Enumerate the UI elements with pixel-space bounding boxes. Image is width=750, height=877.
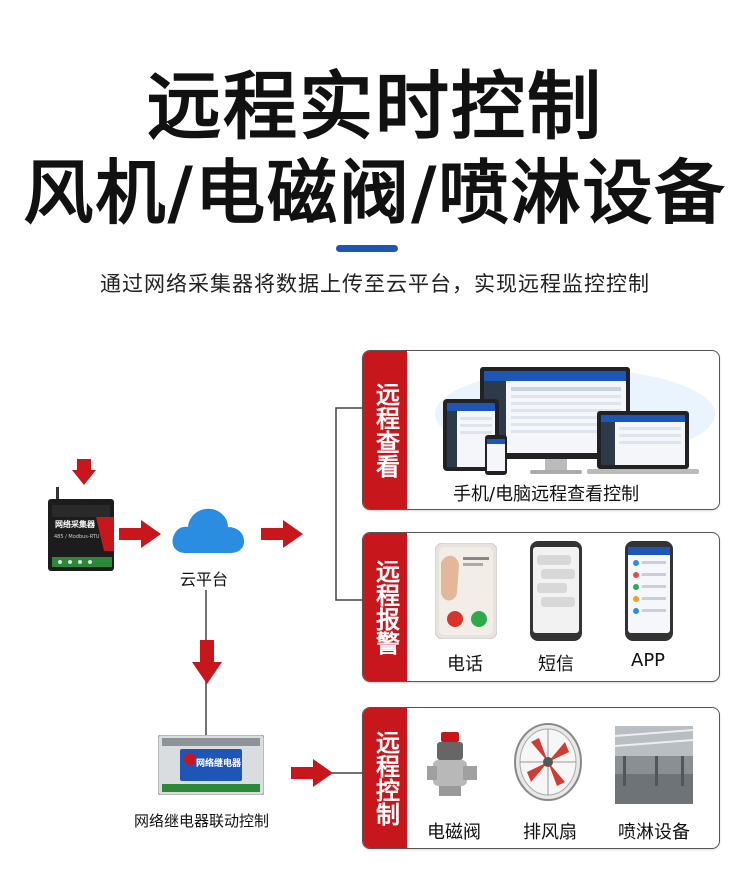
arrow-cloud-to-panels bbox=[261, 520, 303, 548]
control-item-exhaust-fan: 排风扇 bbox=[523, 822, 577, 843]
title-underline bbox=[336, 245, 398, 252]
alarm-item-sms: 短信 bbox=[538, 654, 574, 675]
control-item-spray-equipment: 喷淋设备 bbox=[618, 822, 690, 843]
panel-tab-remote-view: 远程查看 bbox=[363, 351, 407, 509]
description: 通过网络采集器将数据上传至云平台，实现远程监控控制 bbox=[100, 272, 650, 296]
alarm-item-phone: 电话 bbox=[447, 654, 483, 675]
exhaust-fan-icon bbox=[514, 723, 582, 801]
panel-view-caption: 手机/电脑远程查看控制 bbox=[453, 484, 640, 505]
arrow-relay-to-control bbox=[291, 759, 333, 787]
panel-tab-remote-control: 远程控制 bbox=[363, 708, 407, 848]
collector-protocol-label: 485 / Modbus-RTU bbox=[54, 534, 100, 540]
panel-remote-alarm: 远程报警 电话 短信 APP bbox=[362, 532, 720, 682]
cloud-node bbox=[170, 503, 246, 557]
arrow-collector-to-cloud bbox=[119, 520, 161, 548]
solenoid-valve-icon bbox=[427, 732, 477, 796]
devices-illustration bbox=[435, 367, 715, 475]
cloud-icon bbox=[172, 508, 245, 553]
collector-label: 网络采集器 bbox=[55, 520, 95, 529]
relay-label: 网络继电器联动控制 bbox=[134, 812, 270, 830]
spray-equipment-icon bbox=[615, 726, 693, 804]
sms-icon bbox=[530, 541, 582, 641]
page-title: 远程实时控制 bbox=[147, 64, 603, 150]
arrow-cloud-to-relay bbox=[192, 640, 222, 684]
panel-remote-control: 远程控制 电磁阀 排风扇 喷淋设备 bbox=[362, 707, 720, 849]
alarm-item-app: APP bbox=[631, 650, 666, 671]
app-icon bbox=[625, 541, 673, 641]
panel-tab-remote-alarm: 远程报警 bbox=[363, 533, 407, 681]
network-relay-device: 网络继电器 bbox=[158, 735, 264, 795]
page-subtitle-large: 风机/电磁阀/喷淋设备 bbox=[23, 152, 727, 234]
cloud-label: 云平台 bbox=[180, 570, 229, 589]
phone-call-icon bbox=[435, 543, 497, 639]
panel-remote-view: 远程查看 手机/电 bbox=[362, 350, 720, 510]
arrow-down-into-collector bbox=[72, 459, 96, 485]
network-collector-device: 网络采集器 485 / Modbus-RTU bbox=[46, 487, 118, 575]
control-item-solenoid-valve: 电磁阀 bbox=[427, 822, 481, 843]
relay-screen-text: 网络继电器 bbox=[196, 759, 242, 769]
